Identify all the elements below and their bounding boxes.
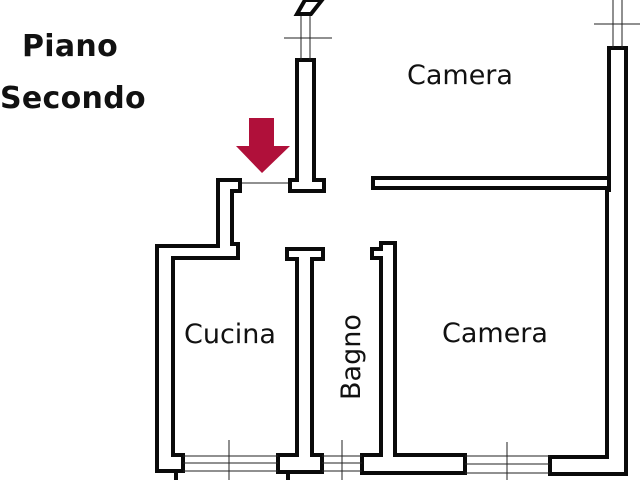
window-kitchen [183, 440, 278, 480]
wall-camera-top-divider [371, 176, 612, 190]
window-camera-bottom [465, 442, 550, 480]
floor-title-line-2: Secondo [0, 81, 146, 116]
wall-kitchen-bagno [276, 247, 325, 474]
window-top-center [284, 0, 332, 60]
room-label-bagno: Bagno [336, 314, 367, 400]
wall-hall-top [288, 58, 326, 193]
room-label-cucina: Cucina [184, 319, 276, 350]
room-label-camera-top: Camera [407, 60, 513, 91]
wall-kitchen-left [155, 178, 242, 473]
window-bagno [322, 440, 362, 480]
wall-bagno-camera [360, 241, 467, 475]
room-label-camera-bottom: Camera [442, 318, 548, 349]
window-top-right [594, 0, 640, 48]
wall-right-outer [548, 46, 628, 476]
entrance-arrow-icon [236, 118, 290, 173]
floor-title-line-1: Piano [22, 29, 118, 64]
